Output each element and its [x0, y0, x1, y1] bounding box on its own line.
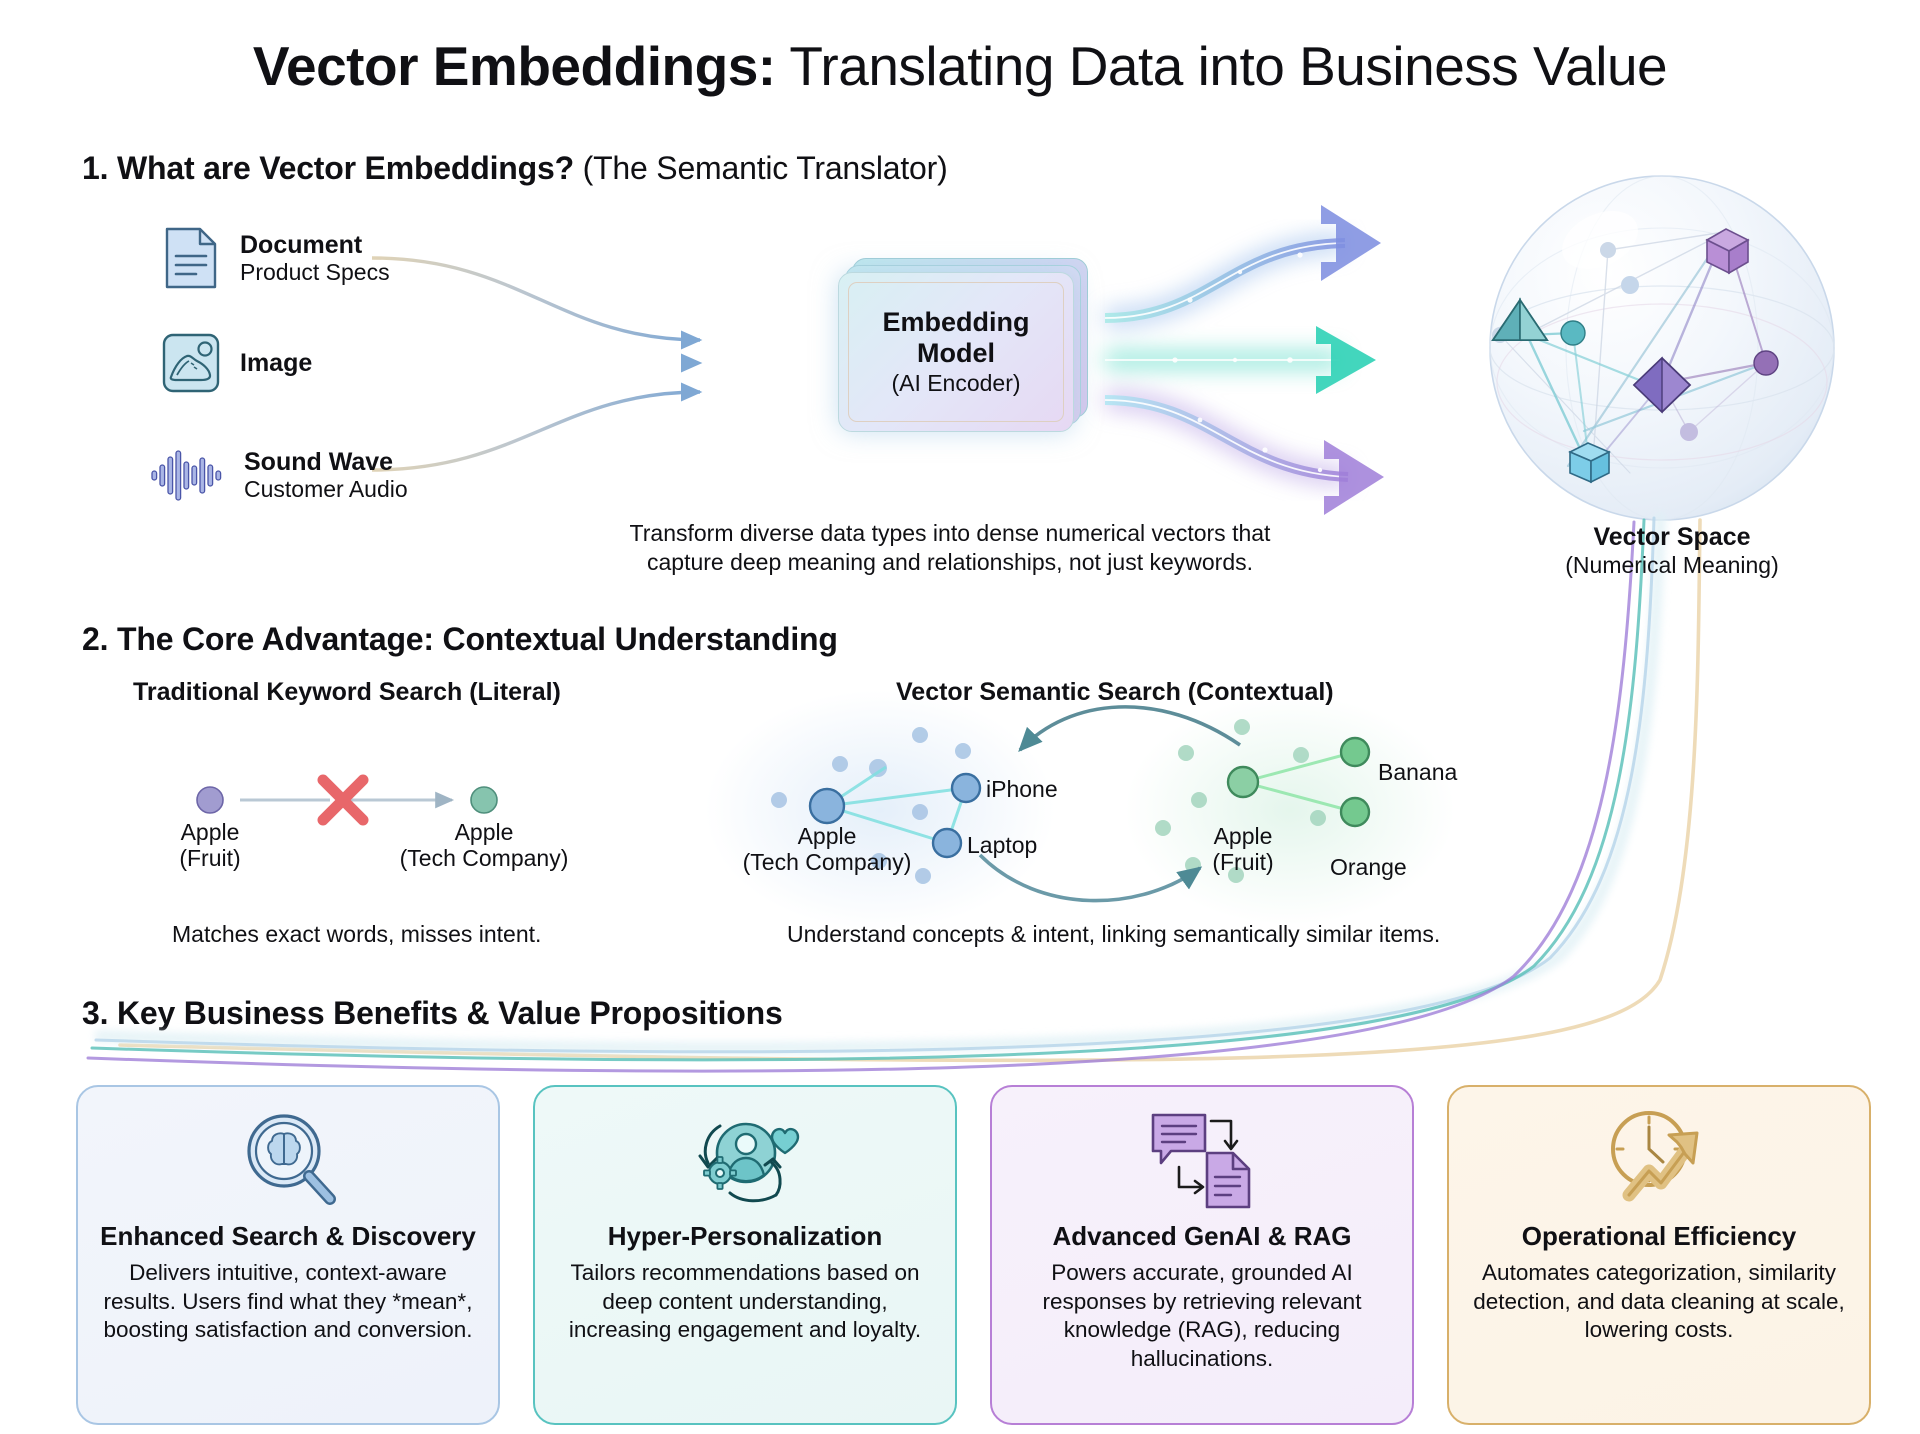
input-title-image: Image [240, 349, 313, 377]
vector-space-label: Vector Space (Numerical Meaning) [1512, 522, 1832, 580]
benefit-card-genai-rag[interactable]: Advanced GenAI & RAG Powers accurate, gr… [990, 1085, 1414, 1425]
fruit-center-node [1226, 765, 1260, 799]
person-gear-heart-icon [686, 1105, 804, 1217]
model-line-1: Embedding [882, 307, 1030, 337]
section-2-number: 2. [82, 621, 109, 657]
vector-space-title: Vector Space [1593, 523, 1751, 551]
semantic-search-heading: Vector Semantic Search (Contextual) [896, 678, 1334, 706]
model-line-2: Model [917, 337, 995, 368]
orange-label: Orange [1330, 854, 1407, 880]
input-text-soundwave: Sound Wave Customer Audio [244, 448, 408, 502]
keyword-left-label: Apple (Fruit) [110, 819, 310, 872]
benefit-text-0: Delivers intuitive, context-aware result… [103, 1260, 473, 1343]
section-1-number: 1. [82, 150, 109, 186]
benefit-card-hyper-personalization[interactable]: Hyper-Personalization Tailors recommenda… [533, 1085, 957, 1425]
tech-cluster-l1: Apple [797, 823, 857, 849]
laptop-node [931, 827, 963, 859]
benefit-card-operational-efficiency[interactable]: Operational Efficiency Automates categor… [1447, 1085, 1871, 1425]
keyword-search-diagram [196, 774, 498, 826]
input-connector-arrows [371, 256, 703, 472]
fruit-cluster-label: Apple (Fruit) [1143, 823, 1343, 876]
section-1-title: What are Vector Embeddings? [117, 150, 574, 186]
model-caption: Transform diverse data types into dense … [629, 520, 1271, 575]
purple-cube-node [1705, 228, 1750, 275]
magnifier-brain-icon [232, 1105, 344, 1217]
input-row-soundwave: Sound Wave Customer Audio [150, 442, 408, 508]
benefit-text-1: Tailors recommendations based on deep co… [568, 1260, 922, 1343]
chat-document-icon [1145, 1105, 1259, 1217]
semantic-search-diagram [705, 690, 1455, 930]
input-text-document: Document Product Specs [240, 231, 390, 285]
input-title-document: Document [240, 230, 363, 259]
iphone-node [950, 772, 982, 804]
flow-ribbons [86, 512, 1702, 1073]
output-glow-arrows [1104, 205, 1384, 515]
image-icon [160, 330, 222, 396]
keyword-search-heading: Traditional Keyword Search (Literal) [133, 678, 561, 706]
section-2-title: The Core Advantage: Contextual Understan… [117, 621, 838, 657]
document-icon [160, 225, 222, 291]
section-3-number: 3. [82, 995, 109, 1031]
teal-tetra-node [1491, 297, 1549, 341]
orange-node [1339, 796, 1371, 828]
page-title-light: Translating Data into Business Value [775, 35, 1668, 97]
model-line-3: (AI Encoder) [891, 370, 1021, 396]
tech-cluster-l2: (Tech Company) [742, 848, 912, 875]
keyword-right-label: Apple (Tech Company) [384, 819, 584, 872]
section-3-heading: 3. Key Business Benefits & Value Proposi… [82, 995, 783, 1032]
iphone-label: iPhone [986, 776, 1058, 802]
input-subtitle-document: Product Specs [240, 258, 390, 285]
benefit-text-2: Powers accurate, grounded AI responses b… [1042, 1260, 1362, 1371]
soundwave-icon [150, 442, 226, 508]
model-inner-frame: Embedding Model (AI Encoder) [848, 282, 1064, 422]
keyword-left-l1: Apple [180, 819, 240, 845]
input-subtitle-soundwave: Customer Audio [244, 475, 408, 502]
page-title: Vector Embeddings: Translating Data into… [0, 35, 1920, 97]
keyword-right-l2: (Tech Company) [399, 844, 569, 871]
section-1-heading: 1. What are Vector Embeddings? (The Sema… [82, 150, 948, 187]
input-title-soundwave: Sound Wave [244, 447, 394, 476]
benefit-card-enhanced-search[interactable]: Enhanced Search & Discovery Delivers int… [76, 1085, 500, 1425]
blue-cube-node [1568, 442, 1611, 484]
section-2-heading: 2. The Core Advantage: Contextual Unders… [82, 621, 838, 658]
clock-arrow-icon [1601, 1105, 1717, 1217]
keyword-left-l2: (Fruit) [179, 844, 241, 871]
section-1-paren: (The Semantic Translator) [573, 150, 948, 186]
semantic-search-caption: Understand concepts & intent, linking se… [787, 921, 1441, 947]
keyword-search-caption: Matches exact words, misses intent. [172, 921, 542, 947]
input-text-image: Image [240, 349, 312, 377]
benefit-title-1: Hyper-Personalization [607, 1221, 883, 1251]
input-row-document: Document Product Specs [160, 225, 390, 291]
vector-space-subtitle: (Numerical Meaning) [1565, 552, 1779, 578]
input-row-image: Image [160, 330, 312, 396]
banana-label: Banana [1378, 759, 1458, 785]
tech-center-node [808, 787, 846, 825]
benefit-title-2: Advanced GenAI & RAG [1052, 1221, 1352, 1251]
keyword-right-l1: Apple [454, 819, 514, 845]
benefit-title-0: Enhanced Search & Discovery [100, 1221, 476, 1251]
laptop-label: Laptop [967, 832, 1038, 858]
fruit-cluster-edges [1242, 750, 1356, 814]
fruit-cluster-l2: (Fruit) [1212, 848, 1274, 875]
red-x-icon [317, 774, 369, 826]
keyword-right-dot [470, 786, 498, 814]
purple-octa-node [1632, 356, 1692, 414]
benefit-text-3: Automates categorization, similarity det… [1473, 1260, 1845, 1343]
arrow-right-to-left [1018, 705, 1242, 752]
fruit-cluster-l1: Apple [1213, 823, 1273, 849]
banana-node [1339, 736, 1371, 768]
keyword-left-dot [196, 786, 224, 814]
vector-space-sphere [1489, 175, 1835, 521]
benefit-title-3: Operational Efficiency [1521, 1221, 1797, 1251]
embedding-model-box: Embedding Model (AI Encoder) [838, 258, 1088, 432]
model-front-layer: Embedding Model (AI Encoder) [838, 272, 1074, 432]
tech-cluster-label: Apple (Tech Company) [727, 823, 927, 876]
section-3-title: Key Business Benefits & Value Propositio… [117, 995, 783, 1031]
page-title-strong: Vector Embeddings: [252, 35, 776, 97]
